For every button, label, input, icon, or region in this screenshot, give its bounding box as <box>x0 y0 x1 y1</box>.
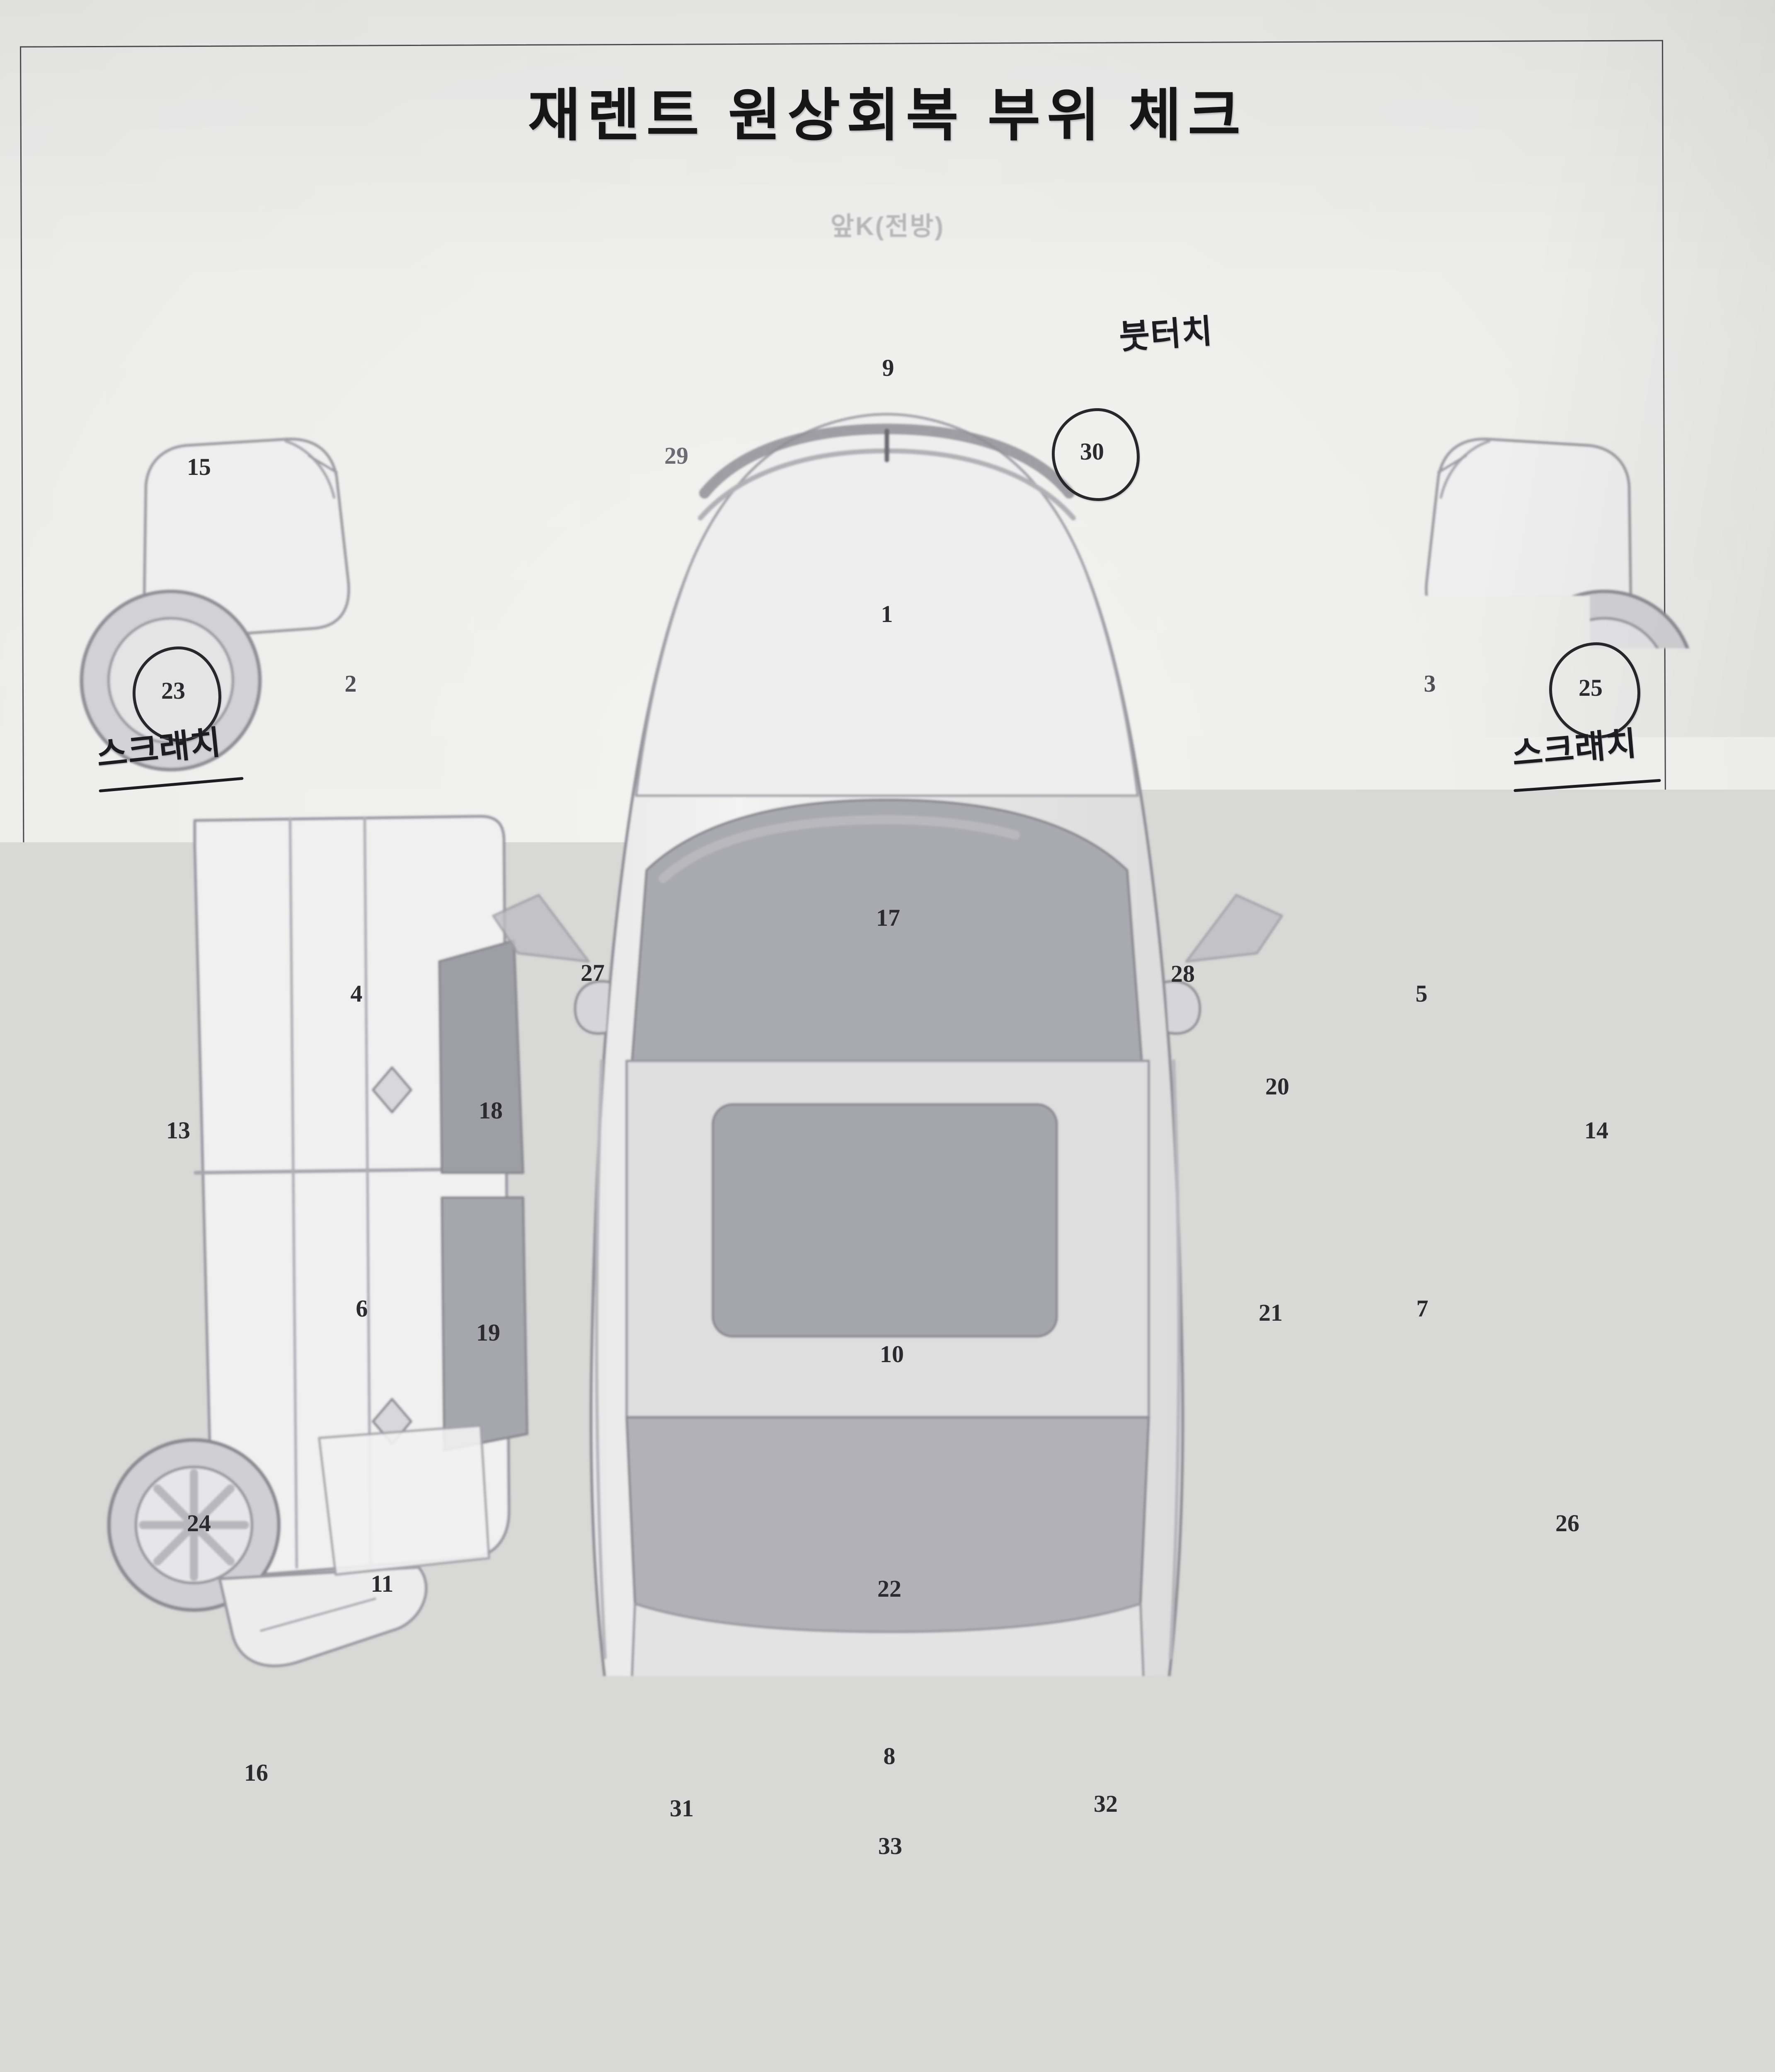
part-number-12: 12 <box>1390 1587 1414 1611</box>
part-number-2: 2 <box>345 672 357 696</box>
part-number-6: 6 <box>356 1297 368 1321</box>
caption-rear-view: 뒤K(후방) <box>0 1911 1775 1949</box>
caption-front-view: 앞K(전방) <box>0 205 1775 242</box>
part-number-28: 28 <box>1171 962 1195 986</box>
part-number-32: 32 <box>1094 1792 1118 1816</box>
part-number-5: 5 <box>1416 982 1428 1006</box>
part-number-15: 15 <box>187 455 211 479</box>
legend-border <box>99 2005 1666 2072</box>
part-number-29: 29 <box>664 444 688 468</box>
part-number-1: 1 <box>881 602 893 626</box>
part-number-20: 20 <box>1265 1075 1289 1099</box>
handwritten-circle-30 <box>1052 408 1140 501</box>
part-number-14: 14 <box>1584 1118 1608 1143</box>
part-number-26: 26 <box>1555 1511 1579 1535</box>
part-number-13: 13 <box>166 1118 190 1143</box>
page-title: 재렌트 원상회복 부위 체크 <box>0 69 1775 152</box>
part-number-31: 31 <box>670 1796 694 1820</box>
part-number-33: 33 <box>878 1834 902 1858</box>
part-number-8: 8 <box>884 1744 896 1768</box>
part-number-9: 9 <box>882 356 894 380</box>
part-number-7: 7 <box>1417 1297 1429 1321</box>
part-number-18: 18 <box>479 1099 503 1123</box>
part-number-3: 3 <box>1424 672 1436 696</box>
handwritten-note-bus-touch: 붓터치 <box>1117 304 1214 359</box>
part-number-16: 16 <box>244 1761 268 1785</box>
engine-oil-checkbox[interactable] <box>403 2055 423 2072</box>
legend-row-touch: T - 터치 <box>133 2055 233 2072</box>
legend-engine-oil-label: 엔진오일 교체 <box>441 2054 610 2072</box>
part-number-19: 19 <box>476 1321 500 1345</box>
part-number-4: 4 <box>351 982 363 1006</box>
part-number-11: 11 <box>371 1572 394 1596</box>
part-number-27: 27 <box>581 961 605 985</box>
part-number-22: 22 <box>877 1577 901 1601</box>
part-number-21: 21 <box>1259 1301 1283 1325</box>
form-border <box>20 40 1671 1985</box>
part-number-17: 17 <box>876 906 900 930</box>
part-number-10: 10 <box>880 1342 904 1366</box>
part-number-24: 24 <box>187 1511 211 1535</box>
